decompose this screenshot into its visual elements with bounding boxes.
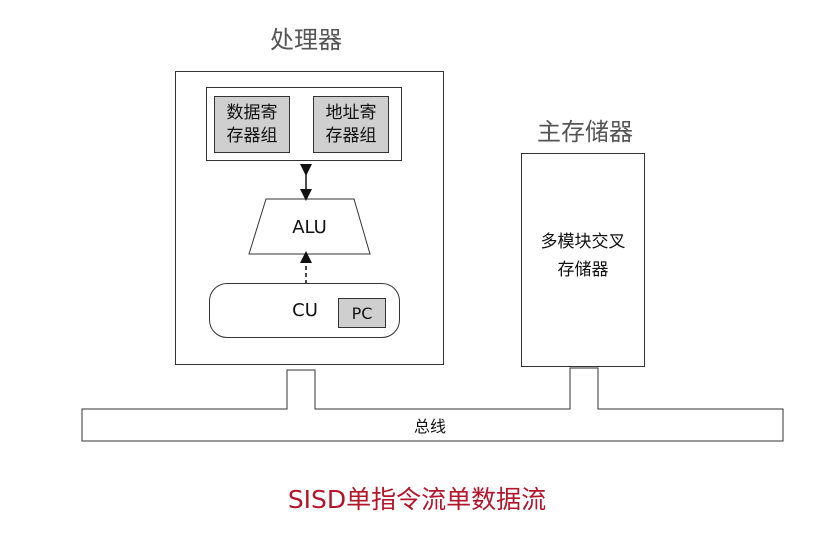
memory-box: 多模块交叉 存储器: [521, 153, 645, 367]
cu-label: CU: [292, 299, 318, 321]
processor-title: 处理器: [270, 26, 342, 54]
alu-shape: [248, 198, 371, 255]
memory-label-line2: 存储器: [557, 260, 609, 280]
alu-label: ALU: [292, 216, 327, 238]
pc-box: PC: [338, 298, 386, 328]
data-register-label-line2: 存器组: [226, 125, 278, 146]
data-register-box: 数据寄 存器组: [214, 96, 290, 153]
processor-box: [175, 71, 444, 365]
address-register-label-line2: 存器组: [325, 125, 377, 146]
register-group: [206, 87, 402, 161]
memory-title: 主存储器: [537, 118, 633, 146]
address-register-label-line1: 地址寄: [325, 102, 377, 123]
pc-label: PC: [351, 303, 373, 323]
diagram-caption: SISD单指令流单数据流: [287, 485, 547, 514]
address-register-box: 地址寄 存器组: [313, 96, 389, 153]
bus-label: 总线: [413, 417, 446, 436]
data-register-label-line1: 数据寄: [226, 102, 278, 123]
memory-label-line1: 多模块交叉: [540, 232, 626, 252]
bus-shape: [81, 367, 784, 442]
